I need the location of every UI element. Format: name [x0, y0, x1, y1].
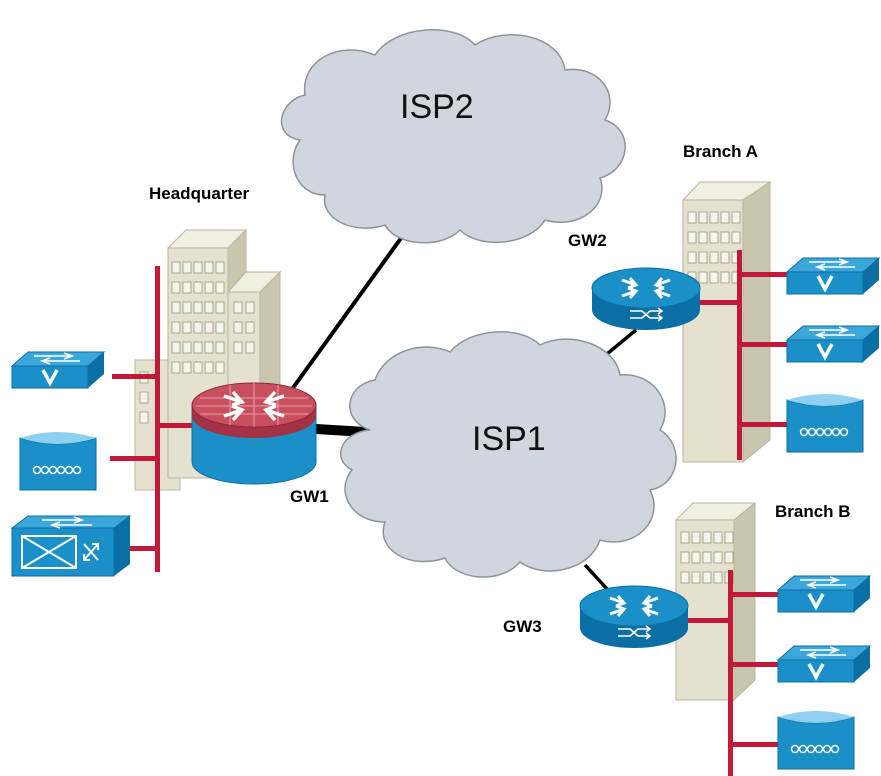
branch-a-label: Branch A [683, 142, 758, 161]
headquarter-site: Headquarter [10, 184, 329, 577]
workgroup-switch-icon [785, 256, 881, 296]
lan-bus [110, 266, 197, 572]
workgroup-switch-icon [10, 350, 106, 390]
branch-a-site: Branch A GW2 [568, 142, 881, 464]
link-gw1-isp2 [288, 232, 406, 394]
gw3-label: GW3 [503, 617, 542, 636]
optical-device-icon [19, 431, 97, 491]
multilayer-switch-icon [11, 515, 131, 577]
gw2-label: GW2 [568, 231, 607, 250]
isp1-label: ISP1 [472, 420, 546, 458]
lan-bus [686, 570, 779, 776]
building-icon [681, 181, 772, 464]
workgroup-switch-icon [785, 324, 881, 364]
branch-b-site: Branch B GW3 [503, 501, 872, 776]
building-icon [674, 501, 757, 702]
firewall-router-icon [191, 382, 317, 485]
isp2-cloud: ISP2 [280, 29, 626, 244]
isp2-label: ISP2 [400, 88, 474, 126]
cloud-icon [340, 331, 677, 578]
router-icon [590, 266, 702, 332]
link-gw3-isp1 [583, 563, 610, 592]
cloud-icon [280, 29, 626, 244]
isp1-cloud: ISP1 [340, 331, 677, 578]
gw1-label: GW1 [290, 487, 329, 506]
headquarter-label: Headquarter [149, 184, 250, 203]
router-icon [578, 584, 690, 650]
branch-b-label: Branch B [775, 502, 851, 521]
workgroup-switch-icon [776, 644, 872, 684]
workgroup-switch-icon [776, 574, 872, 614]
optical-device-icon [786, 393, 864, 453]
lan-bus [700, 250, 788, 460]
optical-device-icon [777, 710, 855, 770]
